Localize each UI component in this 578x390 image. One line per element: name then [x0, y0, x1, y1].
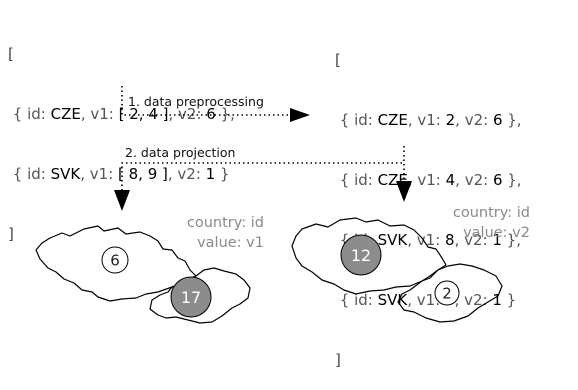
left-map-slovakia-outline	[149, 267, 251, 324]
output-record-1-v2: 6	[492, 111, 503, 129]
right-map-encoding: country: id value: v2	[453, 203, 530, 243]
right-svk-value: 2	[442, 285, 452, 303]
left-encoding-country: country: id	[186, 215, 264, 231]
output-record-2-v2: 6	[492, 171, 503, 189]
right-cze-marker	[340, 234, 382, 276]
step-projection-label: 2. data projection	[125, 145, 236, 160]
output-record-1-id: CZE	[377, 111, 408, 129]
output-close-bracket: ]	[335, 351, 341, 369]
input-data-block: [ { id: CZE, v1: [ 2, 4 ], v2: 6 }, { id…	[8, 4, 235, 264]
output-record-3-id: SVK	[377, 231, 408, 249]
left-encoding-value: value: v1	[197, 235, 264, 251]
left-map-encoding: country: id value: v1	[187, 213, 264, 253]
right-encoding-country: country: id	[452, 205, 530, 221]
right-encoding-value: value: v2	[463, 225, 530, 241]
input-cze-v2: 6	[206, 105, 216, 123]
output-record-3-v2: 1	[492, 231, 502, 249]
output-record-1-v1: 2	[445, 111, 456, 129]
left-cze-value: 6	[110, 252, 120, 270]
right-svk-marker	[434, 280, 460, 306]
left-map	[35, 225, 251, 324]
projection-arrow-left	[114, 162, 402, 211]
left-svk-value: 17	[181, 288, 201, 307]
projection-arrow-right	[396, 146, 412, 202]
input-record-svk: { id: SVK, v1: [ 8, 9 ], v2: 1 }	[12, 165, 230, 183]
right-map	[291, 217, 503, 323]
output-record-2-v1: 4	[445, 171, 456, 189]
input-open-bracket: [	[8, 45, 14, 63]
output-record-3-v1: 8	[445, 231, 455, 249]
left-svk-marker	[170, 276, 212, 318]
input-svk-v1: [ 8, 9 ]	[118, 165, 168, 183]
input-svk-id: SVK	[50, 165, 81, 183]
output-open-bracket: [	[335, 51, 341, 69]
input-svk-v2: 1	[205, 165, 216, 183]
input-cze-id: CZE	[50, 105, 81, 123]
right-map-czech-outline	[291, 217, 447, 295]
output-record-1: { id: CZE, v1: 2, v2: 6 },	[339, 111, 522, 129]
step-preprocessing-label: 1. data preprocessing	[128, 94, 264, 109]
input-close-bracket: ]	[8, 225, 14, 243]
preprocessing-arrow	[121, 86, 310, 122]
left-cze-marker	[101, 246, 129, 274]
diagram-graphics: 6 17 12 2	[35, 86, 503, 324]
right-cze-value: 12	[351, 246, 371, 265]
output-record-4-v2: 1	[492, 291, 502, 309]
right-map-slovakia-outline	[397, 263, 503, 323]
